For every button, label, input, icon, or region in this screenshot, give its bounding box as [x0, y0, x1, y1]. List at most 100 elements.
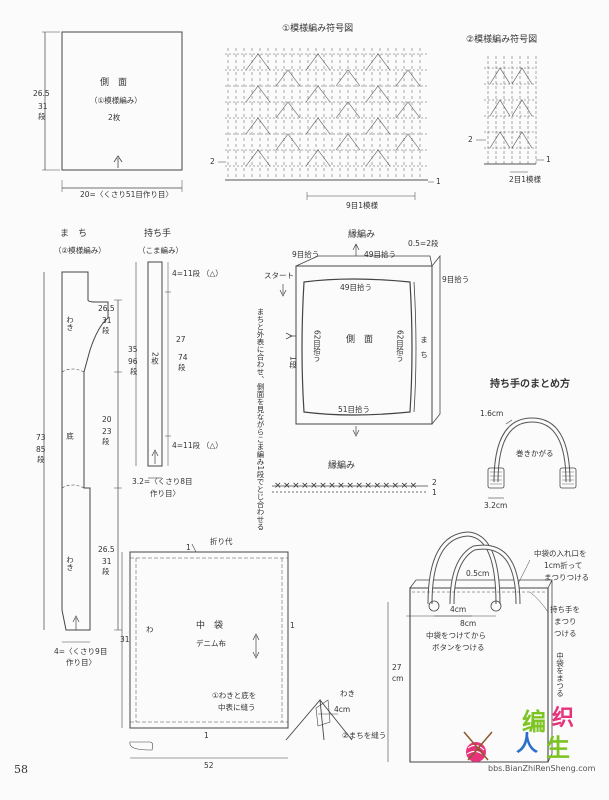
lining-bottom-c: 1: [204, 731, 209, 740]
bag-handle-note2: まつり: [554, 617, 577, 626]
side-panel-height-cm: 26.5: [33, 89, 50, 98]
chart1-row-2: 2: [210, 157, 215, 166]
lining-title: 中 袋: [196, 621, 224, 631]
handle-mid-rows: 74: [178, 353, 188, 362]
handle-rows-unit-2: 段: [130, 367, 138, 376]
gusset-rows-unit-3: 段: [102, 567, 110, 576]
gusset-top-cm: 26.5: [98, 304, 115, 313]
bag-btn-note1: 中袋をつけてから: [426, 631, 486, 640]
handle-start: 3.2=〈くさり8目: [132, 477, 193, 486]
gusset-rows-unit-2: 段: [102, 437, 110, 446]
watermark-url: bbs.BianZhiRenSheng.com: [488, 764, 596, 773]
gusset-pattern: （②模様編み）: [54, 246, 106, 255]
chart2-title: ②模様編み符号図: [466, 35, 538, 45]
chart1-repeat: 9目1模様: [346, 201, 379, 210]
handle-finish-note: 巻きかがる: [516, 449, 554, 458]
lining-width: 52: [204, 761, 214, 770]
edging-note: まちと外表に合わせ、側面を見ながらこま編み1段でとじ合わせる: [256, 308, 265, 531]
bag-note-top3: まつりつける: [544, 573, 590, 582]
gusset-rows-unit-4: 段: [37, 455, 45, 464]
gusset-title: ま ち: [60, 229, 88, 239]
edge-chart-row-1: 1: [432, 488, 437, 497]
bag-note-top2: 1cm折って: [544, 561, 583, 570]
bag-btn-note2: ボタンをつける: [432, 643, 485, 652]
sew-side: わき: [340, 689, 355, 698]
watermark-char-4: 生: [546, 734, 570, 762]
lining-fabric: デニム布: [196, 639, 226, 648]
bag-note-top1: 中袋の入れ口を: [534, 549, 587, 558]
gusset-mid-cm: 20: [102, 415, 112, 424]
gusset-outline: [62, 272, 108, 630]
edge-chart-title: 縁編み: [328, 461, 356, 471]
gusset-bottom: 底: [65, 432, 75, 440]
bag-w8: 8cm: [460, 619, 477, 628]
gusset-mid-rows: 23: [102, 427, 112, 436]
gusset-bot-cm: 26.5: [98, 545, 115, 554]
watermark-char-2: 织: [552, 706, 575, 731]
handle-mid-cm: 27: [176, 335, 186, 344]
chart1-row-1: 1: [436, 177, 441, 186]
lining-c1: 1: [186, 543, 191, 552]
gusset-start: 4=〈くさり9目: [54, 647, 108, 656]
lining-side: わ: [146, 625, 154, 634]
side-panel-outline: [62, 32, 182, 170]
bag-height-unit: cm: [392, 674, 404, 683]
lining-height: 31: [120, 635, 130, 644]
lining-fold: 折り代: [210, 537, 233, 546]
edging-top-sides: 9目拾う: [292, 250, 320, 259]
bag-handle-note1: 持ち手を: [550, 605, 580, 614]
chart2-repeat: 2目1模様: [509, 175, 542, 184]
gusset-bot-rows: 31: [102, 557, 112, 566]
side-panel-title: 側 面: [100, 78, 128, 88]
handle-top-mark: （△）: [202, 269, 223, 278]
handle-total-rows: 96: [128, 357, 138, 366]
handle-bottom-mark: （△）: [202, 441, 223, 450]
watermark-char-3: 人: [516, 732, 539, 757]
handle-total-cm: 35: [128, 345, 138, 354]
lining-note1: ①わきと底を: [212, 691, 257, 700]
edging-center: 側 面: [346, 335, 374, 345]
edge-chart-row-2: 2: [432, 478, 437, 487]
lining-c2: 1: [290, 621, 295, 630]
chart2-row-1: 1: [546, 155, 551, 164]
sew-width: 4cm: [334, 705, 351, 714]
edging-bottom-pick: 51目拾う: [338, 405, 371, 414]
gusset-top-rows: 31: [102, 316, 112, 325]
handle-finish-w2: 3.2cm: [484, 501, 508, 510]
side-panel-rows-unit: 段: [38, 112, 46, 121]
bag-lining-note: 中袋をまつる: [555, 652, 565, 697]
edge-chart-row: [272, 486, 428, 492]
gusset-start-2: 作り目〉: [66, 658, 96, 667]
lining-outline: [130, 552, 288, 728]
chart1-title: ①模様編み符号図: [282, 24, 354, 34]
handle-start-2: 作り目〉: [150, 489, 180, 498]
gusset-total-rows: 85: [36, 445, 46, 454]
handle-count: 2枚: [150, 352, 160, 365]
gusset-side-bottom: わき: [65, 556, 75, 571]
chart2-row-2: 2: [468, 135, 473, 144]
side-panel-height-rows: 31: [38, 102, 48, 111]
gusset-side-top: わき: [65, 316, 75, 331]
bag-w4: 4cm: [450, 605, 467, 614]
bag-handle-note3: つける: [554, 629, 577, 638]
side-panel-width: 20=〈くさり51目作り目〉: [80, 190, 173, 199]
handle-top: 4=11段: [172, 269, 201, 278]
gusset-rows-unit-1: 段: [102, 326, 110, 335]
handle-rows-unit-1: 段: [178, 363, 186, 372]
lining-note2: 中表に縫う: [218, 703, 256, 712]
edging-left-pick: 62目拾う: [312, 330, 322, 363]
edging-title: 縁編み: [348, 230, 376, 240]
handle-outline: [148, 262, 162, 466]
sew-diagram: [286, 700, 352, 740]
handle-finish-title: 持ち手のまとめ方: [490, 379, 570, 390]
bag-height: 27: [392, 663, 402, 672]
side-panel-count: 2枚: [108, 113, 121, 122]
edging-ratio: 0.5=2段: [408, 239, 439, 248]
handle-bottom: 4=11段: [172, 441, 201, 450]
gusset-total-cm: 73: [36, 433, 46, 442]
yarn-ball-icon: [463, 731, 493, 762]
watermark-char-1: 编: [522, 708, 546, 736]
chart1-stitches: [222, 44, 428, 184]
side-panel-pattern: （①模様編み）: [90, 96, 142, 105]
edge-chart-stitches: ××××××××××××××××: [274, 481, 419, 491]
